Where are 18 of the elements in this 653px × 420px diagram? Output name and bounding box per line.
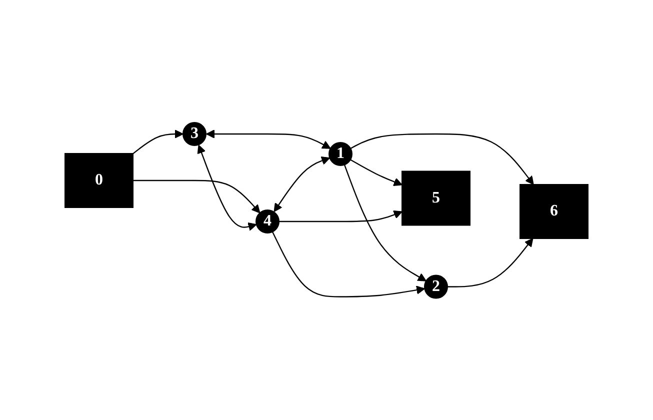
node-box: 5	[402, 170, 470, 226]
node-box: 0	[64, 152, 134, 208]
arrow	[133, 180, 260, 213]
arrow	[132, 129, 184, 154]
node-box: 6	[520, 184, 588, 239]
arrow	[206, 129, 331, 148]
node-circle: 3	[182, 122, 206, 146]
node-circle: 1	[328, 142, 352, 166]
arrow	[279, 210, 402, 222]
arrow	[350, 133, 534, 185]
arrow	[350, 158, 402, 186]
node-circle: 2	[424, 274, 448, 298]
arrow	[274, 156, 330, 212]
arrow	[272, 231, 426, 297]
node-circle: 4	[256, 209, 280, 234]
arrow	[448, 238, 534, 287]
arrow	[197, 144, 257, 231]
arrow	[344, 164, 426, 281]
